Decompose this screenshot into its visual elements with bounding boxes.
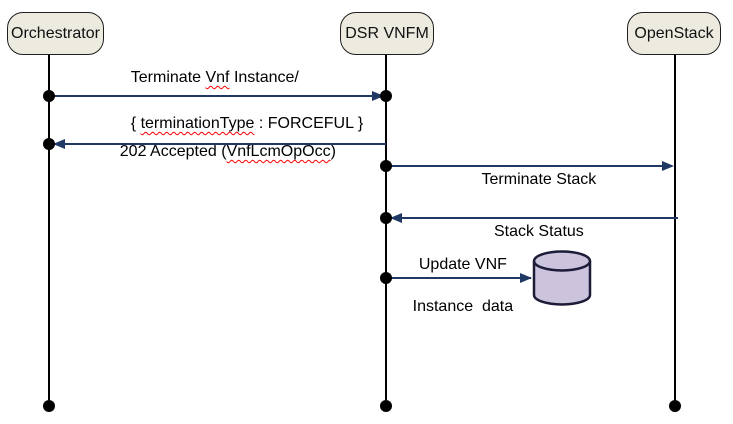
message-label-terminate-stack: Terminate Stack <box>386 145 674 214</box>
text-terminationtype-flagged: terminationType <box>140 115 255 132</box>
actor-box-orchestrator: Orchestrator <box>7 12 104 55</box>
message-line-terminate-stack <box>386 164 672 168</box>
lifeline-end-dot-dsr-vnfm <box>380 400 392 412</box>
message-label-update-vnf: Update VNF Instance data <box>394 233 514 338</box>
message-label-stack-status: Stack Status <box>386 197 674 266</box>
lifeline-end-dot-orchestrator <box>43 400 55 412</box>
database-body <box>532 261 592 306</box>
text-stack-status: Stack Status <box>493 223 584 240</box>
arrowhead-stack-status <box>390 212 402 223</box>
terminator-dot <box>380 212 392 224</box>
text-vnf-flagged: Vnf <box>205 69 230 86</box>
actor-box-openstack: OpenStack <box>627 12 721 55</box>
message-line-terminate-vnf <box>49 94 383 98</box>
actor-label-dsr-vnfm: DSR VNFM <box>345 24 429 42</box>
text-forceful: : FORCEFUL } <box>254 115 364 132</box>
lifeline-openstack <box>673 55 677 400</box>
terminator-dot <box>43 90 55 102</box>
text-instance: Instance/ <box>229 69 299 86</box>
arrowhead-202-accepted <box>53 138 65 149</box>
message-line-202-accepted <box>54 142 386 146</box>
message-line-update-vnf <box>386 276 531 280</box>
text-instance-data: Instance data <box>412 298 514 315</box>
terminator-dot <box>380 160 392 172</box>
actor-label-openstack: OpenStack <box>634 24 714 42</box>
database-icon <box>532 250 592 306</box>
actor-label-orchestrator: Orchestrator <box>11 24 100 42</box>
arrowhead-update-vnf <box>520 272 532 283</box>
database-top <box>532 250 592 272</box>
terminator-dot <box>380 272 392 284</box>
text-vnflcmopocc-flagged: VnfLcmOpOcc <box>226 143 331 160</box>
lifeline-dsr-vnfm <box>384 55 388 400</box>
actor-box-dsr-vnfm: DSR VNFM <box>340 12 434 55</box>
arrowhead-terminate-vnf <box>372 90 384 101</box>
text-terminate-stack: Terminate Stack <box>481 171 597 188</box>
text-202-accepted: 202 Accepted ( <box>119 143 227 160</box>
lifeline-end-dot-openstack <box>669 400 681 412</box>
text-terminate: Terminate <box>130 69 206 86</box>
lifeline-orchestrator <box>47 55 51 400</box>
message-label-202-accepted: 202 Accepted (VnfLcmOpOcc) <box>102 117 336 186</box>
arrowhead-terminate-stack <box>662 160 674 171</box>
message-label-terminate-vnf: Terminate Vnf Instance/ { terminationTyp… <box>113 43 363 158</box>
text-brace-open: { <box>130 115 141 132</box>
terminator-dot <box>380 90 392 102</box>
terminator-dot <box>43 138 55 150</box>
message-line-stack-status <box>390 216 678 220</box>
text-paren-close: ) <box>330 143 336 160</box>
text-update-vnf: Update VNF <box>418 256 507 273</box>
